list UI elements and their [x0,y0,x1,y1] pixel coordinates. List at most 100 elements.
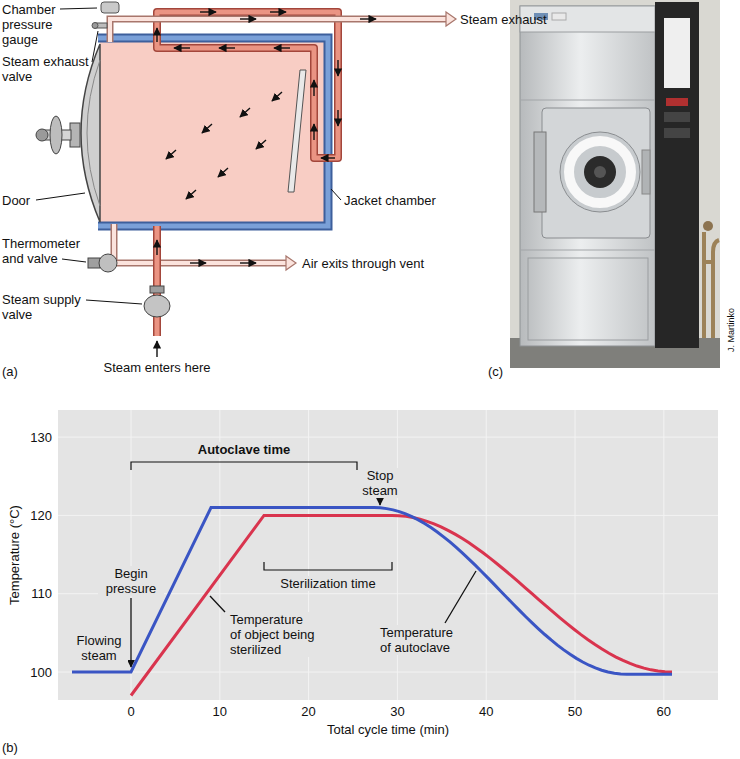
part-label: Steam exhaust [460,12,547,27]
autoclave-photo-part [664,18,690,88]
pointer-arrow [131,497,476,667]
part-label: Air exits through vent [302,256,424,271]
jacket-wall-part [98,38,328,226]
curve-label: Temperature of object being sterilized [228,612,319,657]
flow-arrow-part [274,47,290,48]
panel-letter: (b) [2,740,18,755]
exhaust-valve-part [92,23,98,29]
part-label: Door [2,193,30,208]
grid-line [663,410,664,700]
leader-line-part [92,31,98,62]
axis-title: Total cycle time (min) [327,722,449,737]
autoclave-photo-part [534,132,546,212]
steam-loop-pipe-part [157,12,338,158]
flow-arrow-part [156,28,157,42]
autoclave-photo-part [664,128,690,138]
thermometer-valve [88,254,117,272]
steam-supply-valve-part [144,295,170,317]
flow-arrow-part [360,18,376,19]
flow-arrow [157,12,376,357]
annotation: Flowing steam [70,633,128,663]
flow-arrow-part [218,168,228,177]
steam-supply-pipe-part [153,226,161,336]
part-label: Steam supply valve [2,292,92,322]
brass-pipes-part [713,240,719,338]
cabinet [520,6,655,346]
object-temperature-curve [131,515,672,695]
autoclave-photo-part [642,150,650,194]
tick-label: 120 [30,508,52,523]
autoclave-photo-part [528,258,648,340]
door-part [50,116,62,154]
tick-label: 50 [568,704,582,719]
panel-letter: (c) [488,364,503,379]
autoclave-photo-part [703,221,713,231]
pointer-arrow [130,598,131,667]
brass-pipes [704,232,719,338]
flow-arrow-part [337,110,338,126]
time-bracket [264,562,392,570]
plot-area [58,410,718,700]
flow-arrow-part [174,47,190,48]
curve-label: Temperature of autoclave [378,625,466,655]
tick-label: 60 [657,704,671,719]
autoclave-temperature-curve [72,508,672,675]
exhaust-pipe-part [446,12,456,26]
door [36,44,100,222]
autoclave-schematic [36,2,456,357]
autoclave-photo-part [594,166,606,178]
jacket-wall [98,38,328,226]
flow-arrow-part [321,157,335,158]
flow-arrow-part [270,11,286,12]
flow-arrow-part [156,341,157,357]
pressure-gauge [101,2,119,13]
flow-arrow-part [202,124,212,133]
tick-label: 100 [30,665,52,680]
steam-supply-pipe [157,226,158,336]
leader-line-part [86,300,142,304]
autoclave-photo-part [552,13,566,20]
door-part [87,60,100,206]
steam-supply-pipe-part [155,226,160,336]
flow-arrow-part [240,108,250,117]
flow-arrow-part [190,262,206,263]
leader-line-part [60,8,97,9]
tick-label: 0 [127,704,134,719]
flow-arrow-part [256,140,266,149]
time-bracket [131,462,357,470]
flow-arrow-part [313,124,314,140]
flow-arrow-part [272,92,282,101]
door-plate [542,108,650,238]
part-label: Chamber pressure gauge [2,2,66,47]
grid-line [131,410,132,700]
flow-arrow-part [240,18,256,19]
flow-arrow-part [337,60,338,76]
axis-title: Temperature (°C) [7,505,22,605]
annotation: Stop steam [358,468,402,498]
control-column [655,2,699,348]
deflector-plate [288,70,306,192]
exhaust-valve [92,23,107,29]
vent-pipe [114,224,296,270]
flow-arrow-part [186,190,196,199]
flow-arrow-part [219,47,235,48]
tick-label: 10 [213,704,227,719]
photo-credit: J. Martinko [726,308,737,352]
jacket-wall-part [98,38,328,226]
part-label: Jacket chamber [344,193,436,208]
vent-pipe-part [114,224,288,263]
flow-arrow-part [200,11,216,12]
autoclave-photo-part [560,132,640,212]
door-part [81,44,100,222]
autoclave-photo-part [569,141,631,203]
tick-label: 30 [390,704,404,719]
grid-line [58,437,718,438]
pointer-arrow [379,497,380,505]
leader-line-part [331,189,341,200]
autoclave-photo-part [520,100,655,101]
brass-pipes-part [704,260,713,264]
vent-pipe-part [114,224,288,263]
autoclave-photo [510,0,720,368]
flow-arrow-part [313,80,314,96]
